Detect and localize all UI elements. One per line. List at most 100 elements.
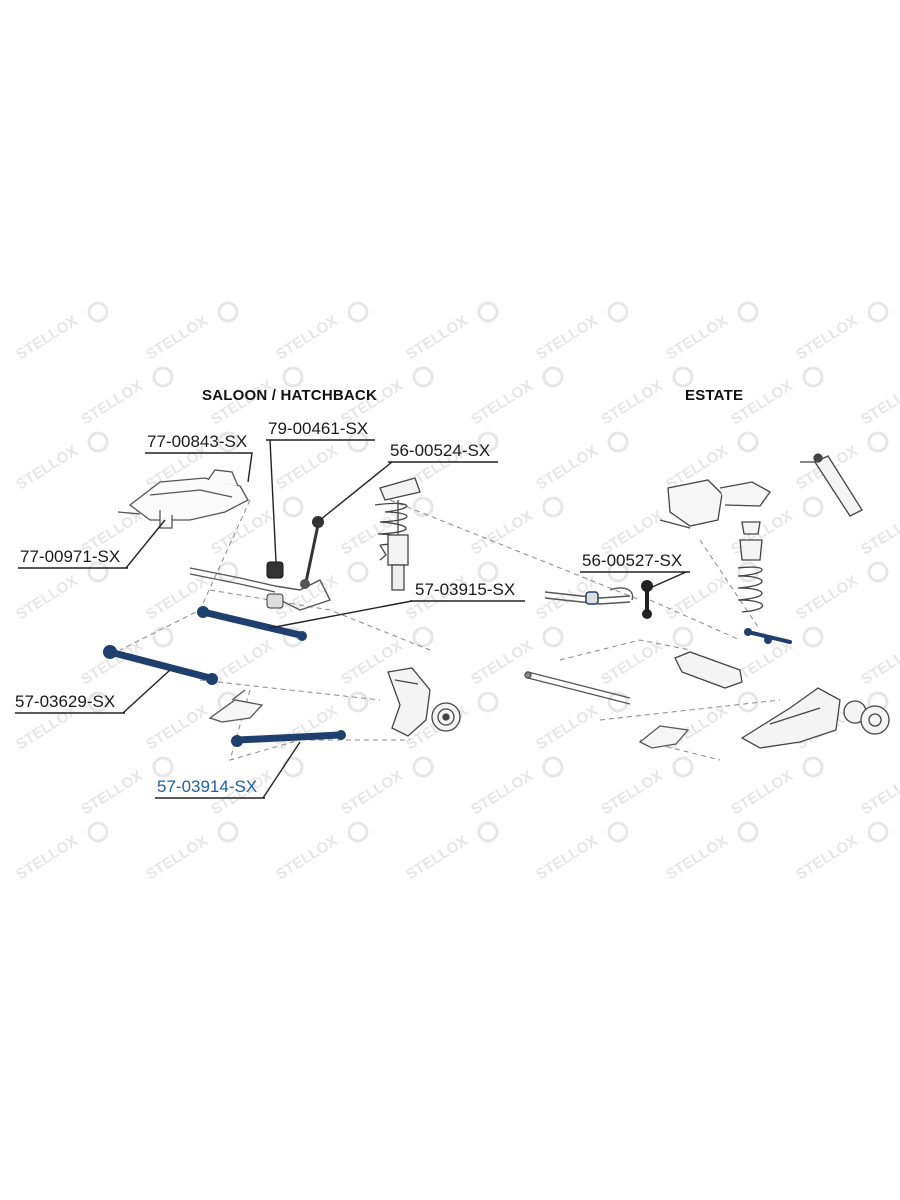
watermark-text: STELLOX bbox=[728, 767, 796, 818]
part-label-56-00524: 56-00524-SX bbox=[390, 441, 491, 460]
watermark-text: STELLOX bbox=[533, 312, 601, 363]
watermark-logo-icon bbox=[867, 301, 889, 323]
watermark-text: STELLOX bbox=[273, 702, 341, 753]
watermark-text: STELLOX bbox=[533, 442, 601, 493]
watermark-logo-icon bbox=[477, 431, 499, 453]
watermark-text: STELLOX bbox=[143, 702, 211, 753]
watermark-text: STELLOX bbox=[663, 312, 731, 363]
stabilizer-bar bbox=[189, 567, 331, 611]
watermark-logo-icon bbox=[412, 366, 434, 388]
estate-shock-absorber bbox=[800, 453, 863, 517]
part-label-57-03914[interactable]: 57-03914-SX bbox=[157, 777, 258, 796]
watermark-text: STELLOX bbox=[468, 377, 536, 428]
estate-lateral-bar bbox=[524, 671, 631, 705]
watermark-logo-icon bbox=[542, 756, 564, 778]
section-title-saloon: SALOON / HATCHBACK bbox=[202, 387, 377, 404]
watermark-logo-icon bbox=[867, 431, 889, 453]
estate-stabilizer-link bbox=[641, 580, 653, 619]
watermark-logo-icon bbox=[607, 691, 629, 713]
watermark-text: STELLOX bbox=[728, 507, 796, 558]
watermark-logo-icon bbox=[737, 561, 759, 583]
watermark-text: STELLOX bbox=[663, 572, 731, 623]
watermark-text: STELLOX bbox=[793, 572, 861, 623]
watermark-logo-icon bbox=[217, 301, 239, 323]
estate-bracket bbox=[638, 725, 690, 749]
watermark-logo-icon bbox=[802, 626, 824, 648]
watermark-text: STELLOX bbox=[468, 637, 536, 688]
watermark-logo-icon bbox=[802, 496, 824, 518]
watermark-logo-icon bbox=[87, 691, 109, 713]
watermark-logo-icon bbox=[347, 821, 369, 843]
watermark-logo-icon bbox=[802, 756, 824, 778]
watermark-text: STELLOX bbox=[273, 832, 341, 883]
part-label-79-00461: 79-00461-SX bbox=[268, 419, 369, 438]
watermark-logo-icon bbox=[477, 821, 499, 843]
stabilizer-bushing bbox=[266, 561, 284, 609]
watermark-logo-icon bbox=[152, 756, 174, 778]
watermark-text: STELLOX bbox=[598, 377, 666, 428]
watermark-logo-icon bbox=[152, 366, 174, 388]
watermark-logo-icon bbox=[217, 431, 239, 453]
watermark-logo-icon bbox=[347, 561, 369, 583]
watermark-logo-icon bbox=[542, 626, 564, 648]
watermark-logo-icon bbox=[867, 561, 889, 583]
estate-upper-arm bbox=[674, 651, 743, 689]
watermark-logo-icon bbox=[867, 821, 889, 843]
estate-stabilizer-bar bbox=[544, 587, 634, 605]
part-label-57-03629: 57-03629-SX bbox=[15, 692, 116, 711]
part-label-77-00843: 77-00843-SX bbox=[147, 432, 248, 451]
watermark-text: STELLOX bbox=[13, 832, 81, 883]
watermark-logo-icon bbox=[672, 756, 694, 778]
watermark-text: STELLOX bbox=[78, 377, 146, 428]
watermark-logo-icon bbox=[282, 496, 304, 518]
watermark-text: STELLOX bbox=[858, 507, 900, 558]
watermark-logo-icon bbox=[87, 301, 109, 323]
watermark-logo-icon bbox=[347, 301, 369, 323]
watermark-logo-icon bbox=[672, 626, 694, 648]
wheel-knuckle-hub bbox=[387, 667, 461, 737]
watermark-text: STELLOX bbox=[468, 767, 536, 818]
watermark-text: STELLOX bbox=[208, 637, 276, 688]
watermark-text: STELLOX bbox=[403, 312, 471, 363]
part-label-57-03915: 57-03915-SX bbox=[415, 580, 516, 599]
watermark-text: STELLOX bbox=[858, 377, 900, 428]
watermark-logo-icon bbox=[672, 366, 694, 388]
watermark-logo-icon bbox=[217, 561, 239, 583]
watermark-logo-icon bbox=[412, 626, 434, 648]
watermark-text: STELLOX bbox=[78, 767, 146, 818]
estate-spring-and-bump-stop bbox=[737, 521, 764, 613]
watermark-text: STELLOX bbox=[793, 312, 861, 363]
watermark-text: STELLOX bbox=[13, 442, 81, 493]
watermark-logo-icon bbox=[542, 366, 564, 388]
watermark-text: STELLOX bbox=[663, 832, 731, 883]
watermark-logo-icon bbox=[152, 626, 174, 648]
upper-control-arm bbox=[197, 606, 307, 641]
section-title-estate: ESTATE bbox=[685, 387, 744, 404]
watermark-logo-icon bbox=[607, 821, 629, 843]
watermark-logo-icon bbox=[737, 821, 759, 843]
watermark-logo-icon bbox=[87, 561, 109, 583]
watermark-text: STELLOX bbox=[13, 312, 81, 363]
watermark-logo-icon bbox=[412, 496, 434, 518]
watermark-logo-icon bbox=[802, 366, 824, 388]
watermark-logo-icon bbox=[737, 301, 759, 323]
watermark-text: STELLOX bbox=[273, 442, 341, 493]
watermark-logo-icon bbox=[737, 431, 759, 453]
watermark-logo-icon bbox=[477, 691, 499, 713]
watermark-logo-icon bbox=[87, 821, 109, 843]
watermark-text: STELLOX bbox=[533, 832, 601, 883]
watermark-logo-icon bbox=[412, 756, 434, 778]
watermark-logo-icon bbox=[282, 756, 304, 778]
watermark-logo-icon bbox=[347, 431, 369, 453]
watermark-logo-icon bbox=[87, 431, 109, 453]
leader-lines bbox=[15, 439, 690, 799]
estate-stabilizer-bushing bbox=[585, 591, 599, 605]
watermark-text: STELLOX bbox=[208, 507, 276, 558]
watermark-logo-icon bbox=[607, 301, 629, 323]
watermark-logo-icon bbox=[217, 821, 239, 843]
watermark-text: STELLOX bbox=[338, 767, 406, 818]
watermark-text: STELLOX bbox=[858, 637, 900, 688]
stabilizer-link bbox=[300, 516, 324, 589]
